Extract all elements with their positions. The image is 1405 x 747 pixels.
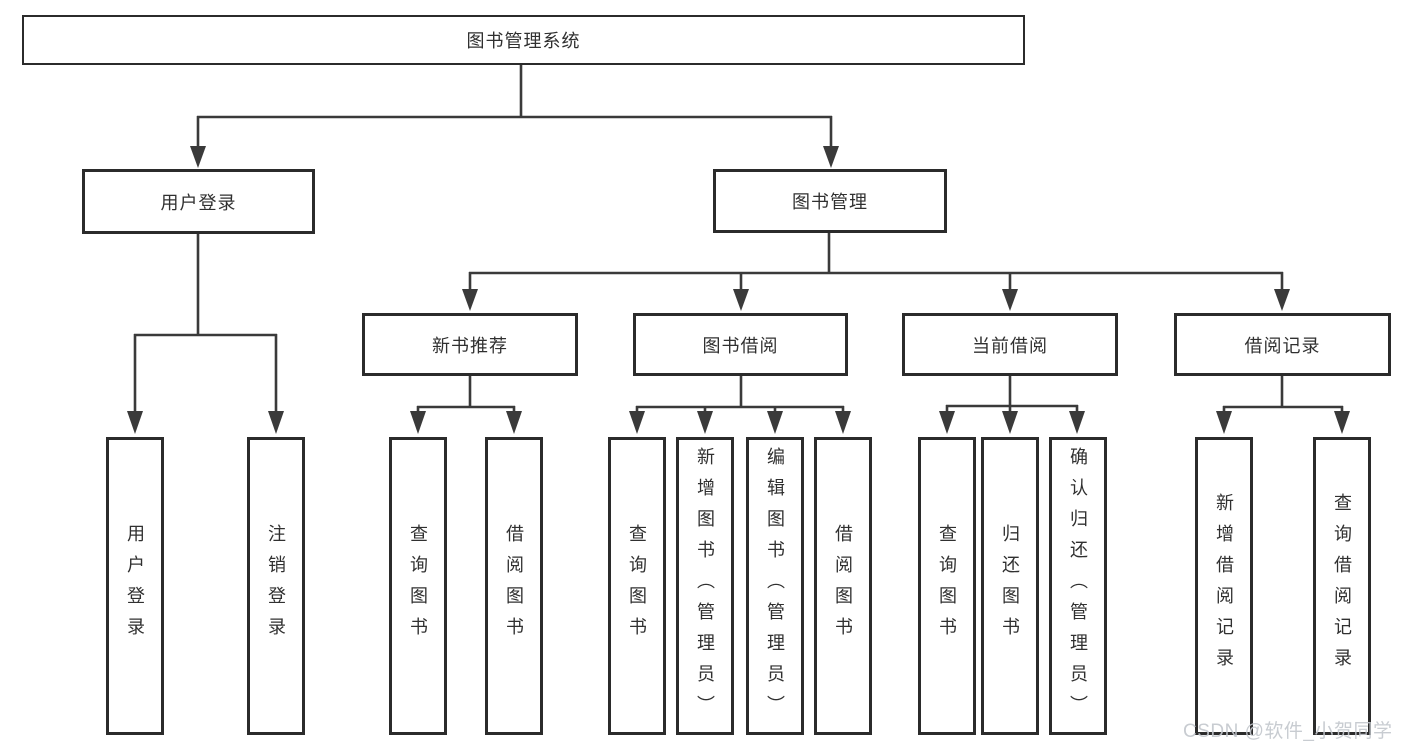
leaf-current-return-label: 归还图书 (1000, 524, 1020, 648)
arrowhead-down-icon (506, 411, 522, 434)
junction-current-borrow (939, 376, 1085, 434)
leaf-new-books-query-label: 查询图书 (408, 524, 428, 648)
node-current-borrow-label: 当前借阅 (972, 335, 1048, 356)
arrowhead-down-icon (410, 411, 426, 434)
leaf-current-confirm-return-label: 确认归还（管理员） (1068, 446, 1088, 726)
leaf-current-query-label: 查询图书 (937, 524, 957, 648)
junction-book-mgmt (462, 233, 1290, 311)
leaf-borrow-edit-label: 编辑图书（管理员） (765, 446, 785, 726)
junction-root (190, 65, 839, 168)
leaf-records-query: 查询借阅记录 (1313, 437, 1371, 735)
watermark: CSDN @软件_小贺同学 (1183, 721, 1393, 742)
leaf-borrow-edit: 编辑图书（管理员） (746, 437, 804, 735)
junction-new-books (410, 376, 522, 434)
node-root-label: 图书管理系统 (466, 31, 581, 51)
leaf-logout-label: 注销登录 (266, 524, 286, 648)
arrowhead-down-icon (268, 411, 284, 434)
leaf-records-add: 新增借阅记录 (1195, 437, 1253, 735)
leaf-current-return: 归还图书 (981, 437, 1039, 735)
node-root: 图书管理系统 (22, 15, 1025, 65)
leaf-new-books-borrow-label: 借阅图书 (504, 524, 524, 648)
node-new-books: 新书推荐 (362, 313, 578, 376)
leaf-borrow-book: 借阅图书 (814, 437, 872, 735)
arrowhead-down-icon (1216, 411, 1232, 434)
node-borrow-records: 借阅记录 (1174, 313, 1391, 376)
junction-borrow-records (1216, 376, 1350, 434)
arrowhead-down-icon (939, 411, 955, 434)
arrowhead-down-icon (1069, 411, 1085, 434)
leaf-borrow-query-label: 查询图书 (627, 524, 647, 648)
leaf-current-confirm-return: 确认归还（管理员） (1049, 437, 1107, 735)
arrowhead-down-icon (462, 289, 478, 311)
node-new-books-label: 新书推荐 (432, 335, 508, 356)
leaf-current-query: 查询图书 (918, 437, 976, 735)
arrowhead-down-icon (1334, 411, 1350, 434)
node-book-mgmt: 图书管理 (713, 169, 947, 233)
node-book-mgmt-label: 图书管理 (792, 192, 868, 212)
arrowhead-down-icon (629, 411, 645, 434)
node-current-borrow: 当前借阅 (902, 313, 1118, 376)
node-borrow-records-label: 借阅记录 (1244, 335, 1321, 356)
node-user-login-label: 用户登录 (160, 192, 237, 213)
leaf-new-books-query: 查询图书 (389, 437, 447, 735)
arrowhead-down-icon (835, 411, 851, 434)
arrowhead-down-icon (823, 146, 839, 168)
leaf-borrow-add: 新增图书（管理员） (676, 437, 734, 735)
arrowhead-down-icon (190, 146, 206, 168)
leaf-borrow-query: 查询图书 (608, 437, 666, 735)
arrowhead-down-icon (733, 289, 749, 311)
leaf-new-books-borrow: 借阅图书 (485, 437, 543, 735)
leaf-borrow-add-label: 新增图书（管理员） (695, 446, 715, 726)
arrowhead-down-icon (767, 411, 783, 434)
node-book-borrow-label: 图书借阅 (702, 335, 779, 356)
arrowhead-down-icon (1002, 289, 1018, 311)
arrowhead-down-icon (127, 411, 143, 434)
leaf-user-login: 用户登录 (106, 437, 164, 735)
leaf-records-add-label: 新增借阅记录 (1214, 493, 1234, 679)
arrowhead-down-icon (1274, 289, 1290, 311)
leaf-user-login-label: 用户登录 (125, 524, 145, 648)
arrowhead-down-icon (1002, 411, 1018, 434)
arrowhead-down-icon (697, 411, 713, 434)
leaf-logout: 注销登录 (247, 437, 305, 735)
node-user-login: 用户登录 (82, 169, 315, 234)
junction-book-borrow (629, 376, 851, 434)
node-book-borrow: 图书借阅 (633, 313, 848, 376)
junction-user-login (127, 234, 284, 434)
leaf-borrow-book-label: 借阅图书 (833, 524, 853, 648)
leaf-records-query-label: 查询借阅记录 (1332, 493, 1352, 679)
